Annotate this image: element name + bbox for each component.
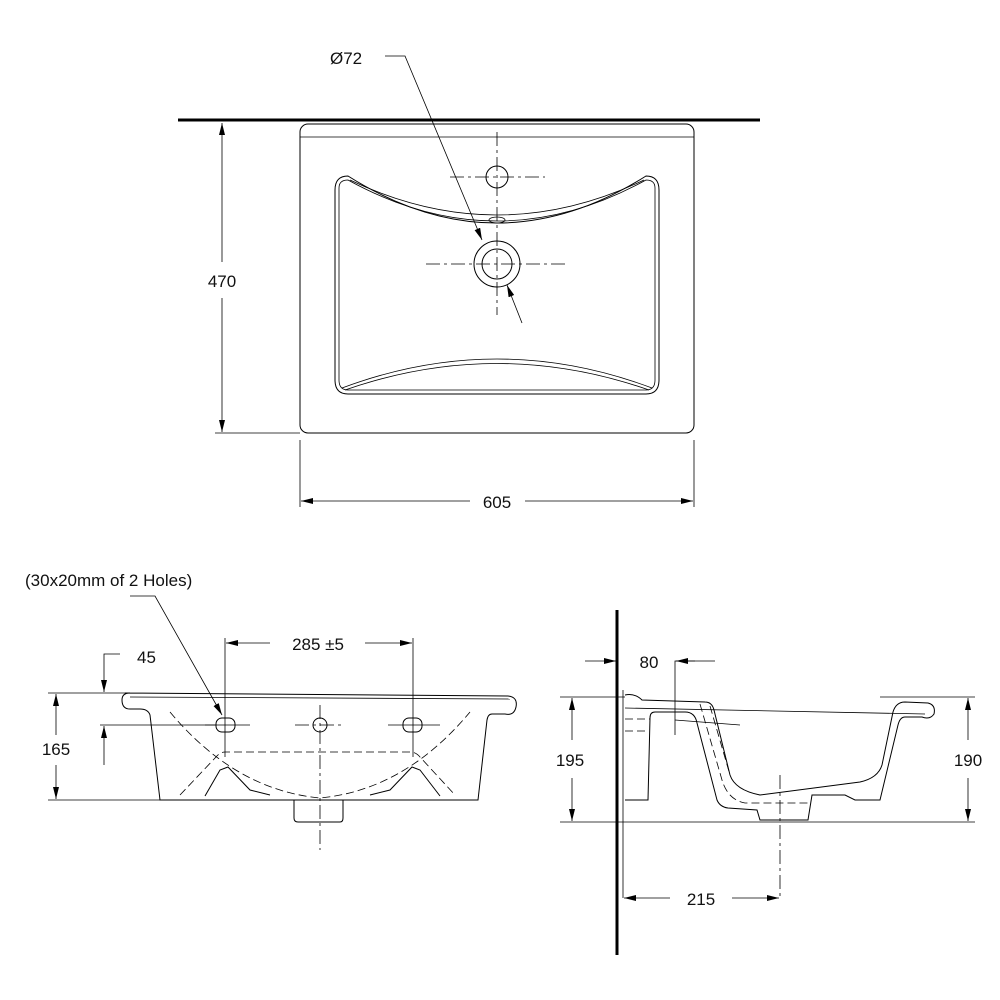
basin-outline	[299, 123, 695, 434]
drain-distance-label: 215	[687, 890, 715, 909]
total-height-label: 195	[556, 751, 584, 770]
basin-front-outline	[121, 692, 517, 801]
front-view: (30x20mm of 2 Holes) 285 ±5 45 165	[25, 571, 517, 850]
overflow-hole	[488, 216, 506, 224]
holes-note-leader	[130, 595, 223, 716]
diameter-leader	[385, 55, 483, 241]
holes-note: (30x20mm of 2 Holes)	[25, 571, 192, 590]
waste-outlet	[293, 800, 344, 823]
side-view: 80 195 190 215	[556, 610, 982, 955]
hole-right	[388, 717, 440, 733]
top-view: Ø72 470 605	[178, 49, 760, 512]
depth-label: 470	[208, 272, 236, 291]
hole-center	[295, 705, 345, 850]
basin-height-label: 190	[954, 751, 982, 770]
hole-spacing-label: 285 ±5	[292, 635, 344, 654]
height-label: 165	[42, 740, 70, 759]
wall-offset-label: 80	[640, 653, 659, 672]
width-label: 605	[483, 493, 511, 512]
hole-height-label: 45	[137, 648, 156, 667]
diameter-label: Ø72	[330, 49, 362, 68]
